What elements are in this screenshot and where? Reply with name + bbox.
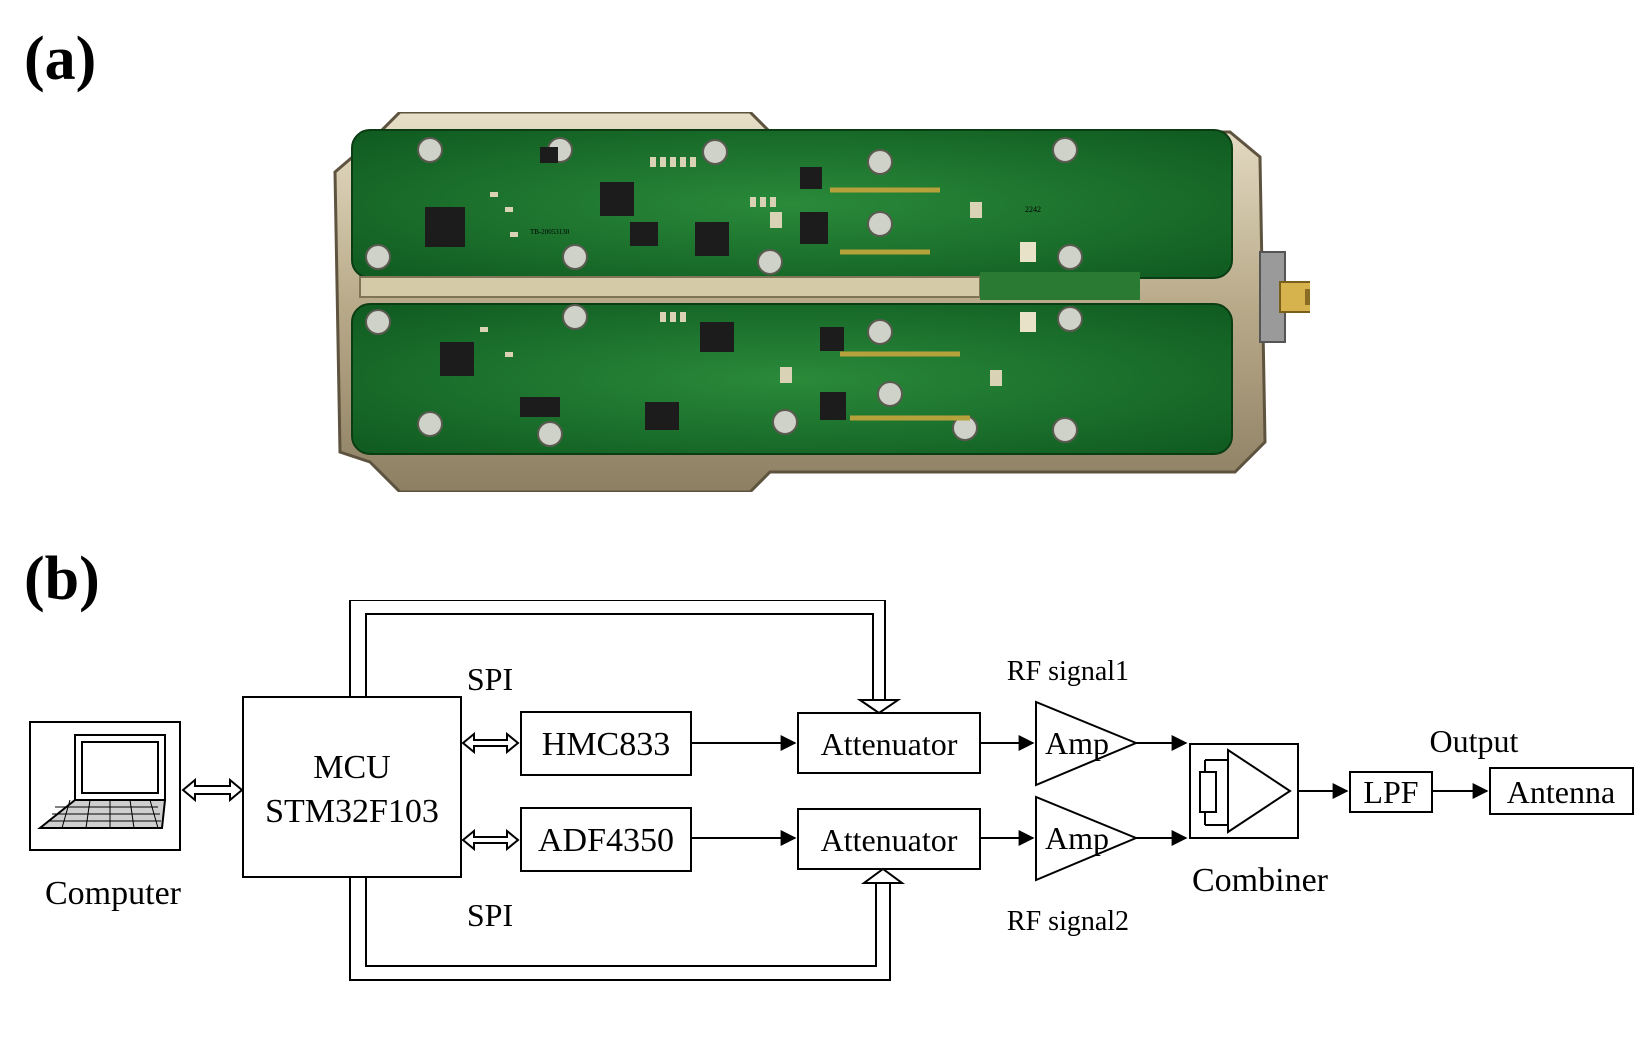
double-arrow-spi-top	[463, 734, 518, 752]
lpf-label: LPF	[1363, 774, 1418, 810]
amp2-label: Amp	[1045, 820, 1109, 856]
control-path-top-inner	[366, 614, 873, 700]
attenuator1-label: Attenuator	[821, 726, 958, 762]
mcu-block	[243, 697, 461, 877]
amp1-label: Amp	[1045, 725, 1109, 761]
chip-marking: 2242	[1025, 205, 1041, 214]
combiner-label: Combiner	[1192, 862, 1329, 899]
attenuator2-label: Attenuator	[821, 822, 958, 858]
double-arrow-computer-mcu	[183, 780, 242, 800]
hmc833-label: HMC833	[542, 726, 670, 763]
panel-label-a: (a)	[24, 28, 96, 90]
rf-signal1-label: RF signal1	[1007, 656, 1129, 687]
double-arrow-spi-bottom	[463, 831, 518, 849]
spi-top-label: SPI	[467, 661, 513, 697]
pcb-photo: TB-20053130 2242	[330, 112, 1310, 492]
block-diagram: Computer MCU STM32F103 SPI SPI HMC833 AD…	[0, 600, 1643, 1039]
rf-signal2-label: RF signal2	[1007, 906, 1129, 937]
shield-bar	[360, 277, 980, 297]
mcu-label: MCU	[313, 749, 390, 786]
control-path-bottom-outer	[350, 877, 890, 980]
antenna-label: Antenna	[1507, 774, 1615, 810]
pcb-upper	[352, 130, 1232, 278]
control-path-bottom-inner	[366, 877, 876, 966]
computer-label: Computer	[45, 875, 182, 912]
board-silkscreen: TB-20053130	[530, 228, 570, 236]
adf4350-label: ADF4350	[538, 822, 674, 859]
output-label: Output	[1430, 723, 1519, 759]
spi-bottom-label: SPI	[467, 897, 513, 933]
mcu-model-label: STM32F103	[265, 793, 439, 830]
